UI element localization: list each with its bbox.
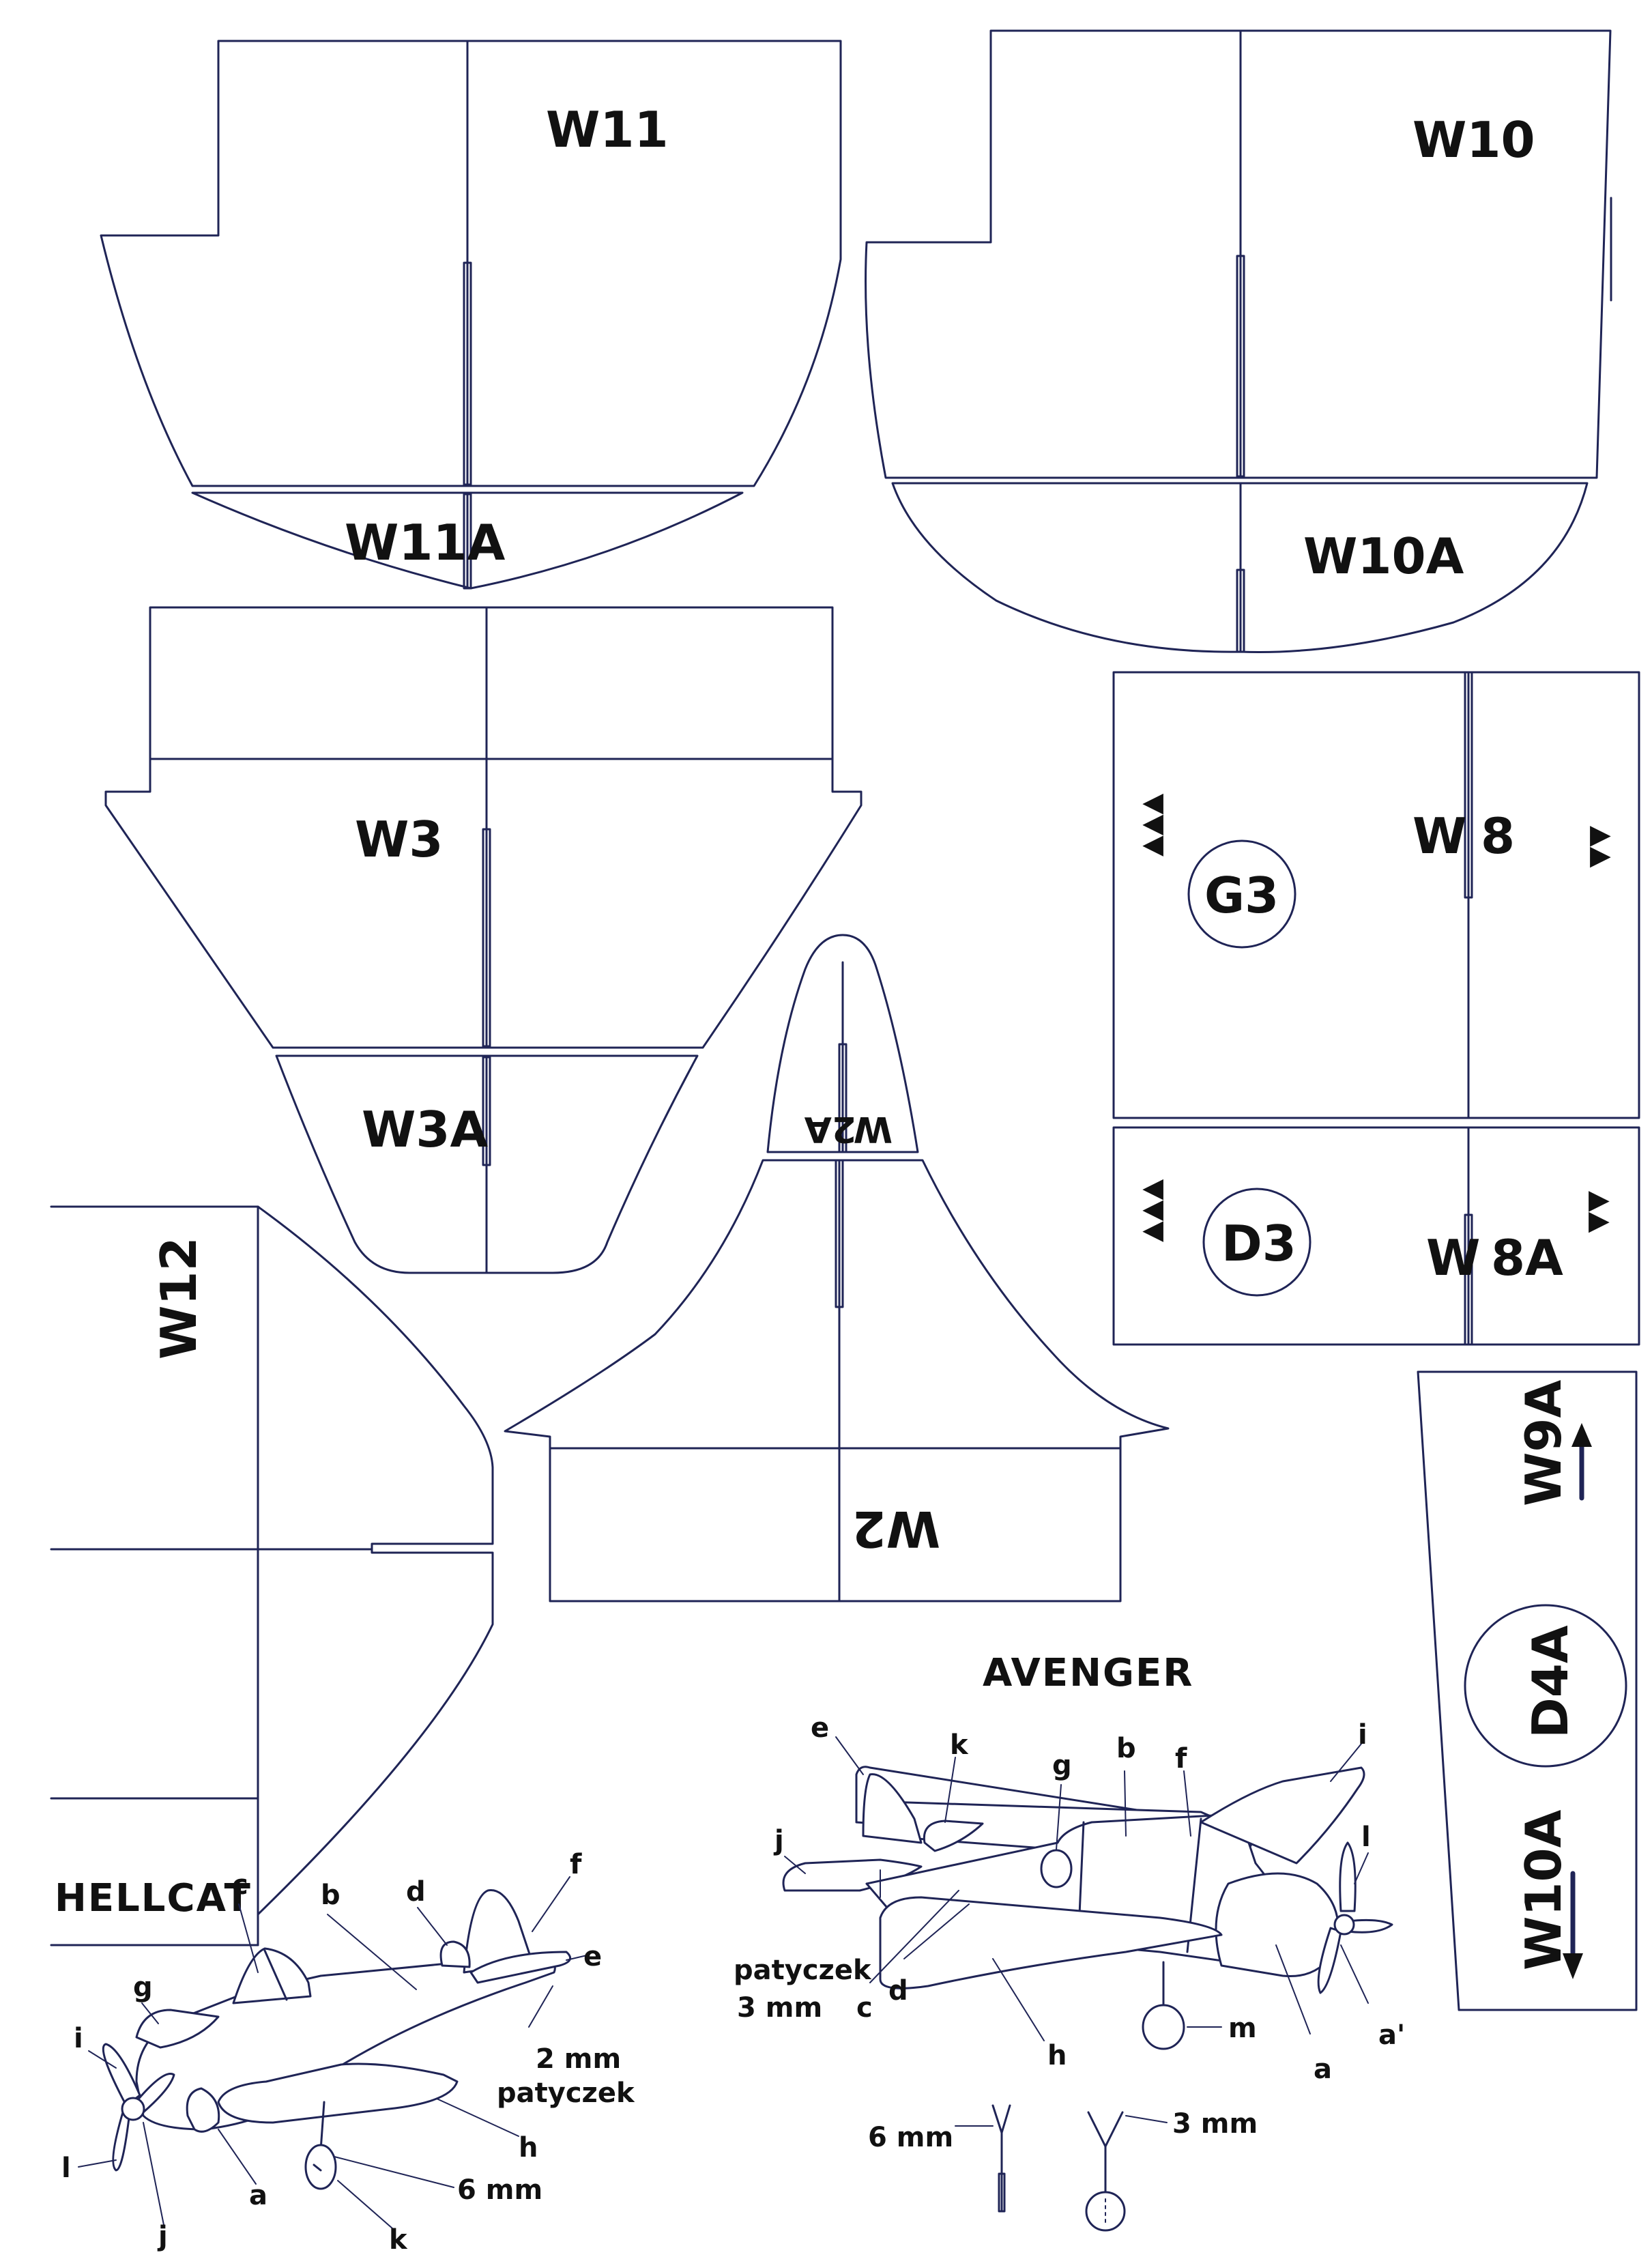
- hellcat-label-c: c: [232, 1869, 248, 1901]
- label-w3: W3: [355, 811, 444, 868]
- part-w8a: D3 W 8A ▲▲▲ ▲▲: [1112, 1126, 1640, 1346]
- label-w8-left: W: [1412, 807, 1466, 865]
- label-w9a: W9A: [1515, 1379, 1572, 1506]
- hellcat-label-f: f: [570, 1849, 582, 1880]
- avenger-illustration: AVENGER: [734, 1651, 1405, 2232]
- hellcat-stick-size: 2 mm: [536, 2043, 621, 2075]
- avenger-label-a-prime: a': [1378, 2019, 1405, 2051]
- part-w10: W10: [865, 29, 1612, 479]
- arrow-down-icon: [1563, 1871, 1583, 1979]
- label-w10: W10: [1412, 111, 1535, 169]
- avenger-label-d: d: [888, 1975, 908, 2007]
- avenger-label-m: m: [1228, 2013, 1257, 2044]
- label-g3: G3: [1204, 867, 1279, 924]
- avenger-label-b: b: [1116, 1733, 1136, 1764]
- hellcat-stick-word: patyczek: [497, 2078, 635, 2109]
- avenger-detail-right: 3 mm: [1085, 2108, 1258, 2232]
- mark-w8-right: ▲▲: [1586, 826, 1618, 868]
- avenger-label-c: c: [856, 1992, 873, 2024]
- label-d3: D3: [1221, 1215, 1296, 1272]
- avenger-detail-left-size: 6 mm: [868, 2122, 953, 2153]
- label-w2a-left: 2A: [805, 1108, 856, 1149]
- avenger-detail-left: 6 mm: [868, 2104, 1011, 2213]
- mark-w8a-right: ▲▲: [1585, 1191, 1617, 1233]
- label-w10a-side: W10A: [1515, 1809, 1572, 1970]
- hellcat-label-h: h: [519, 2132, 538, 2163]
- hellcat-label-b: b: [321, 1880, 340, 1911]
- avenger-label-e: e: [811, 1712, 829, 1744]
- hellcat-label-a: a: [249, 2180, 267, 2211]
- label-w10a: W10A: [1303, 528, 1464, 585]
- label-d4a: D4A: [1522, 1625, 1579, 1738]
- hellcat-title: HELLCAT: [55, 1876, 252, 1921]
- label-w8-right: 8: [1481, 807, 1515, 865]
- avenger-title: AVENGER: [983, 1651, 1193, 1695]
- arrow-up-icon: [1571, 1423, 1592, 1501]
- mark-w8a-left: ▲▲▲: [1135, 1179, 1167, 1242]
- part-w2: W2: [504, 1159, 1170, 1602]
- avenger-label-f: f: [1175, 1743, 1187, 1774]
- avenger-label-g: g: [1052, 1750, 1072, 1781]
- avenger-label-a: a: [1314, 2054, 1332, 2085]
- part-w3a: W3A: [275, 1054, 699, 1274]
- part-w11: W11: [100, 40, 842, 487]
- avenger-label-l: l: [1361, 1822, 1371, 1853]
- part-w12: W12: [50, 1205, 494, 1946]
- hellcat-label-j: j: [157, 2221, 168, 2252]
- label-w11a: W11A: [345, 514, 506, 571]
- label-w11: W11: [546, 101, 669, 158]
- label-w8a-left: W: [1426, 1229, 1480, 1286]
- avenger-label-i: i: [1358, 1719, 1367, 1751]
- label-w2a-right: W: [854, 1108, 893, 1149]
- hellcat-label-g: g: [133, 1972, 153, 2003]
- hellcat-label-l: l: [61, 2153, 71, 2184]
- hellcat-label-i: i: [74, 2023, 83, 2054]
- part-w10a: W10A: [891, 482, 1589, 653]
- label-w8a-right: 8A: [1491, 1229, 1563, 1286]
- part-w3: W3: [104, 606, 863, 1049]
- mark-w8-left: ▲▲▲: [1135, 793, 1167, 857]
- part-w9a-d4a-strip: D4A W9A W10A: [1417, 1370, 1638, 2011]
- label-w12: W12: [150, 1237, 207, 1360]
- part-w2a: 2A W: [766, 934, 919, 1153]
- avenger-stick-size: 3 mm: [737, 1992, 822, 2024]
- part-w8: G3 W 8 ▲▲▲ ▲▲: [1112, 671, 1640, 1119]
- hellcat-label-d: d: [406, 1876, 426, 1908]
- label-w3a: W3A: [362, 1101, 489, 1158]
- avenger-stick-word: patyczek: [734, 1955, 872, 1986]
- hellcat-wheel-size: 6 mm: [457, 2174, 542, 2206]
- avenger-label-j: j: [773, 1825, 784, 1856]
- label-w2: W2: [852, 1500, 940, 1557]
- avenger-label-k: k: [950, 1729, 969, 1761]
- hellcat-illustration: HELLCAT: [55, 1849, 635, 2256]
- part-w11a: W11A: [191, 491, 744, 590]
- hellcat-label-k: k: [389, 2224, 408, 2256]
- hellcat-label-e: e: [583, 1941, 602, 1972]
- avenger-detail-right-size: 3 mm: [1172, 2108, 1258, 2140]
- avenger-label-h: h: [1047, 2040, 1067, 2071]
